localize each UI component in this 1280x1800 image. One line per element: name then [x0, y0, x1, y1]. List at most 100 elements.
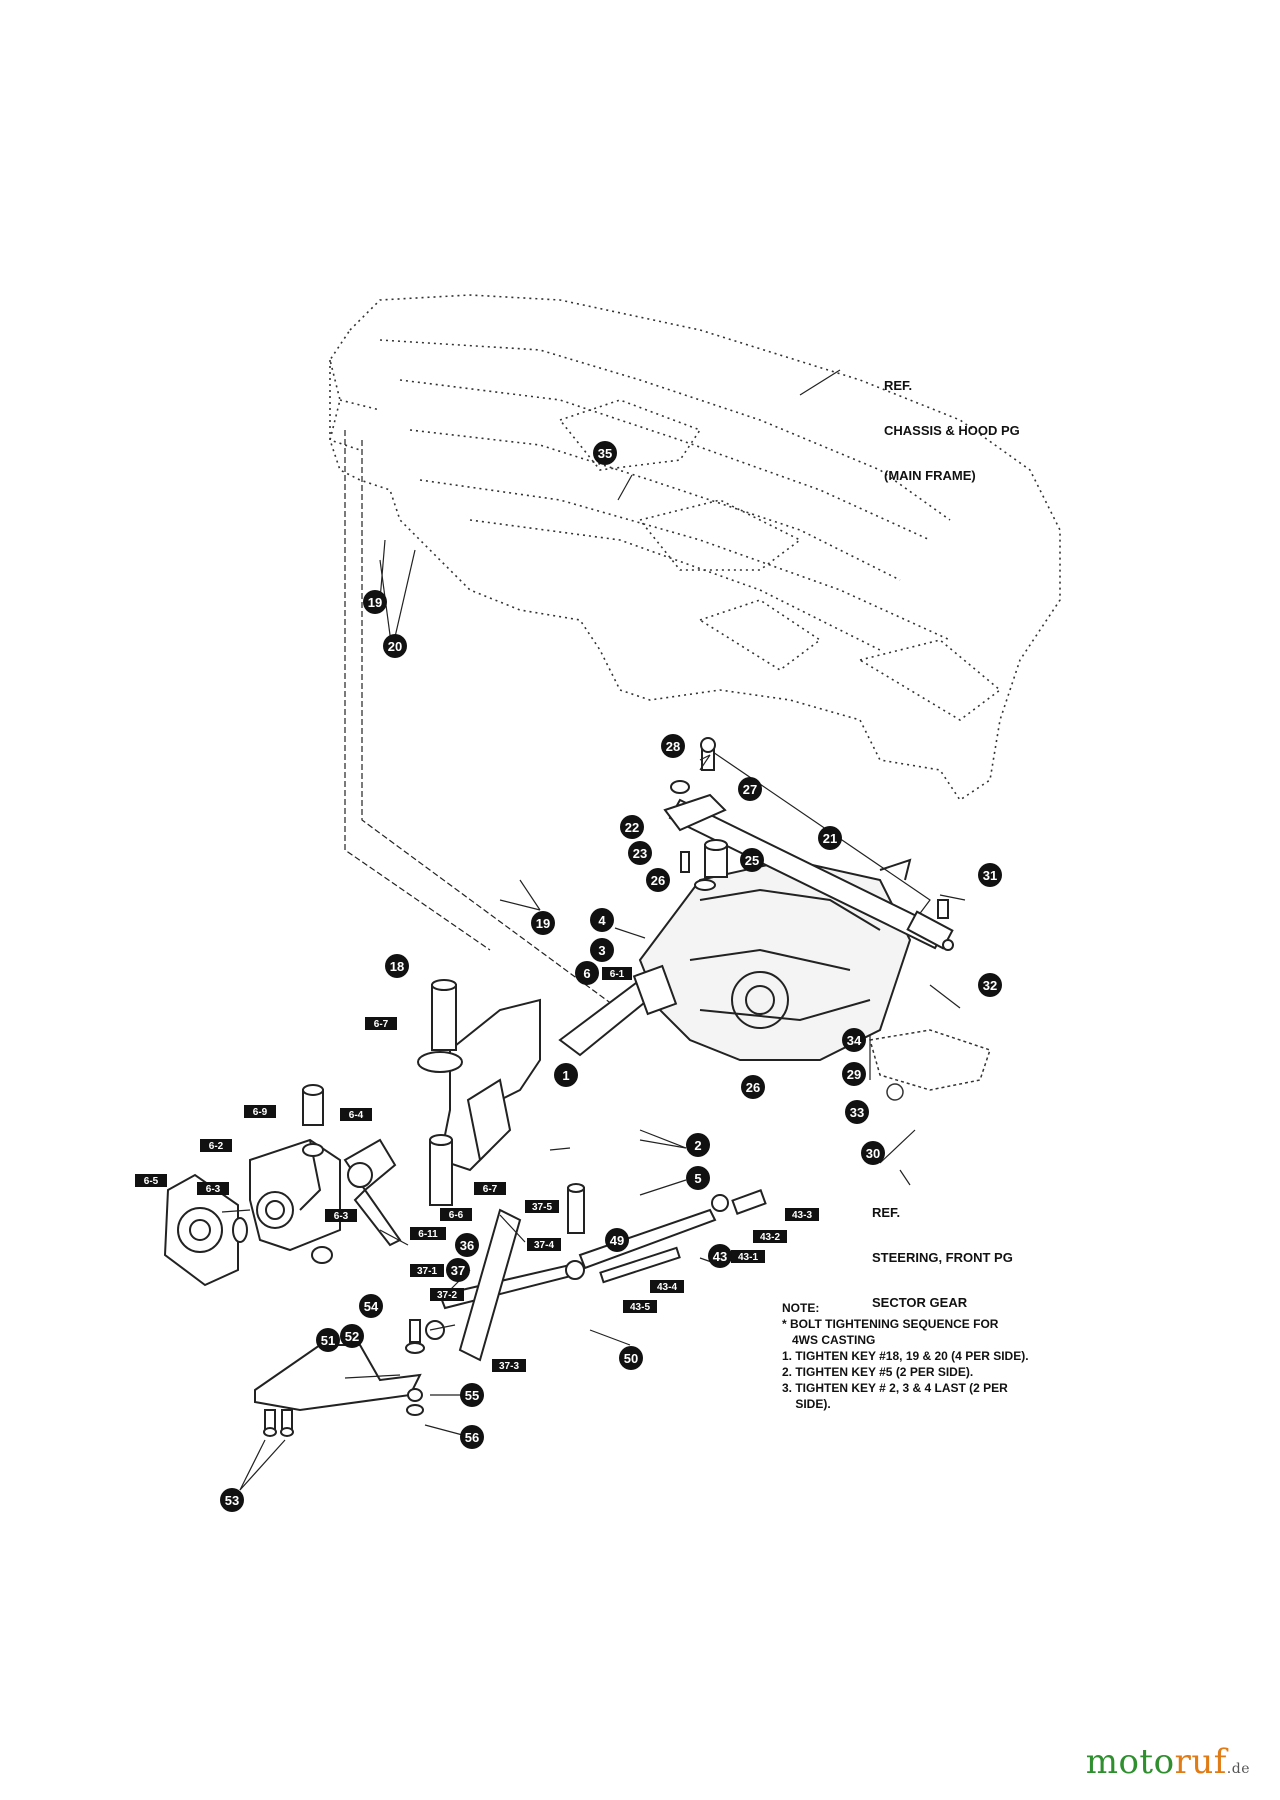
callout-36: 36 — [455, 1233, 479, 1257]
svg-text:43-4: 43-4 — [657, 1282, 677, 1293]
chassis-ref-line-1: REF. — [884, 378, 913, 393]
circle-callouts: 35 19 20 28 27 22 21 23 25 26 31 4 3 19 … — [220, 441, 1002, 1512]
svg-text:6-11: 6-11 — [418, 1229, 438, 1240]
callout-55: 55 — [460, 1383, 484, 1407]
svg-text:50: 50 — [624, 1351, 638, 1366]
svg-text:32: 32 — [983, 978, 997, 993]
svg-text:56: 56 — [465, 1430, 479, 1445]
svg-text:54: 54 — [364, 1299, 379, 1314]
callout-50: 50 — [619, 1346, 643, 1370]
svg-text:43-3: 43-3 — [792, 1210, 812, 1221]
watermark-part-2: ruf — [1174, 1742, 1227, 1782]
flange-plate — [163, 1173, 248, 1287]
svg-text:6-7: 6-7 — [483, 1184, 498, 1195]
svg-text:37-3: 37-3 — [499, 1361, 519, 1372]
svg-text:18: 18 — [390, 959, 404, 974]
watermark-suffix: .de — [1226, 1761, 1250, 1777]
chassis-ref-line-3: (MAIN FRAME) — [884, 468, 976, 483]
callout-28: 28 — [661, 734, 685, 758]
svg-text:22: 22 — [625, 820, 639, 835]
note-line-6: SIDE). — [782, 1397, 831, 1411]
callout-54: 54 — [359, 1294, 383, 1318]
svg-text:27: 27 — [743, 782, 757, 797]
note-title: NOTE: — [782, 1301, 820, 1315]
svg-text:6-2: 6-2 — [209, 1141, 224, 1152]
svg-text:49: 49 — [610, 1233, 624, 1248]
callout-21: 21 — [818, 826, 842, 850]
svg-text:37: 37 — [451, 1263, 465, 1278]
callout-6-1: 6-1 — [602, 967, 632, 980]
callout-6-7-b: 6-7 — [474, 1182, 506, 1195]
svg-text:6-4: 6-4 — [349, 1110, 364, 1121]
callout-3: 3 — [590, 938, 614, 962]
svg-text:33: 33 — [850, 1105, 864, 1120]
callout-34: 34 — [842, 1028, 866, 1052]
svg-text:26: 26 — [651, 873, 665, 888]
svg-text:53: 53 — [225, 1493, 239, 1508]
callout-29: 29 — [842, 1062, 866, 1086]
callout-6-9: 6-9 — [244, 1105, 276, 1118]
ball-joint — [343, 1138, 402, 1247]
callout-22: 22 — [620, 815, 644, 839]
svg-text:6-3: 6-3 — [334, 1211, 349, 1222]
svg-text:4: 4 — [598, 913, 606, 928]
callout-37-1: 37-1 — [410, 1264, 444, 1277]
callout-1: 1 — [554, 1063, 578, 1087]
svg-text:5: 5 — [694, 1171, 701, 1186]
svg-text:37-2: 37-2 — [437, 1290, 457, 1301]
callout-43-5: 43-5 — [623, 1300, 657, 1313]
callout-5: 5 — [686, 1166, 710, 1190]
svg-text:6-7: 6-7 — [374, 1019, 389, 1030]
steering-reference-label: REF. STEERING, FRONT PG SECTOR GEAR — [872, 1175, 1013, 1325]
svg-text:43: 43 — [713, 1249, 727, 1264]
tightening-note: NOTE: * BOLT TIGHTENING SEQUENCE FOR 4WS… — [782, 1300, 1029, 1412]
svg-text:25: 25 — [745, 853, 759, 868]
chassis-reference-label: REF. CHASSIS & HOOD PG (MAIN FRAME) — [884, 348, 1020, 498]
callout-30: 30 — [861, 1141, 885, 1165]
callout-43: 43 — [708, 1244, 732, 1268]
svg-text:43-2: 43-2 — [760, 1232, 780, 1243]
svg-text:23: 23 — [633, 846, 647, 861]
svg-text:31: 31 — [983, 868, 997, 883]
svg-text:36: 36 — [460, 1238, 474, 1253]
callout-19-b: 19 — [531, 911, 555, 935]
svg-text:34: 34 — [847, 1033, 862, 1048]
callout-6-3-b: 6-3 — [325, 1209, 357, 1222]
svg-text:20: 20 — [388, 639, 402, 654]
callout-26-b: 26 — [741, 1075, 765, 1099]
svg-text:55: 55 — [465, 1388, 479, 1403]
svg-text:6: 6 — [583, 966, 590, 981]
callout-19-a: 19 — [363, 590, 387, 614]
svg-text:52: 52 — [345, 1329, 359, 1344]
svg-text:37-5: 37-5 — [532, 1202, 552, 1213]
svg-text:37-1: 37-1 — [417, 1266, 437, 1277]
callout-43-3: 43-3 — [785, 1208, 819, 1221]
callout-6-6: 6-6 — [440, 1208, 472, 1221]
svg-text:51: 51 — [321, 1333, 335, 1348]
link-plate-22 — [663, 737, 954, 951]
callout-26-a: 26 — [646, 868, 670, 892]
steering-ref-line-2: STEERING, FRONT PG — [872, 1250, 1013, 1265]
svg-text:43-5: 43-5 — [630, 1302, 650, 1313]
svg-text:6-9: 6-9 — [253, 1107, 268, 1118]
note-line-4: 2. TIGHTEN KEY #5 (2 PER SIDE). — [782, 1365, 974, 1379]
svg-text:35: 35 — [598, 446, 612, 461]
callout-37: 37 — [446, 1258, 470, 1282]
svg-text:6-1: 6-1 — [610, 969, 625, 980]
callout-6-4: 6-4 — [340, 1108, 372, 1121]
svg-text:21: 21 — [823, 831, 837, 846]
svg-text:6-5: 6-5 — [144, 1176, 159, 1187]
callout-32: 32 — [978, 973, 1002, 997]
callout-56: 56 — [460, 1425, 484, 1449]
callout-20: 20 — [383, 634, 407, 658]
callout-49: 49 — [605, 1228, 629, 1252]
steering-shaft — [558, 964, 678, 1057]
callout-6-7-a: 6-7 — [365, 1017, 397, 1030]
steering-ref-line-3: SECTOR GEAR — [872, 1295, 968, 1310]
steering-ref-line-1: REF. — [872, 1205, 901, 1220]
callout-18: 18 — [385, 954, 409, 978]
callout-2: 2 — [686, 1133, 710, 1157]
svg-text:19: 19 — [536, 916, 550, 931]
callout-6-3-a: 6-3 — [197, 1182, 229, 1195]
